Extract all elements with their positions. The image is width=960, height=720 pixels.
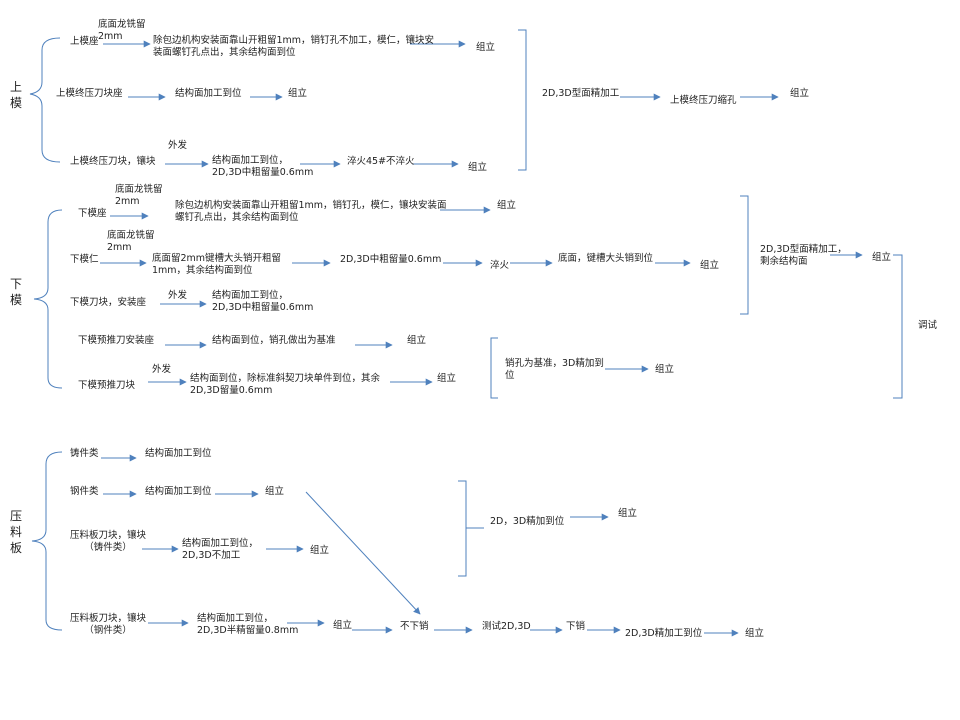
lower-brace [33,209,63,389]
lower-base-label: 下模座 [78,208,107,219]
lower-insert-assemble: 组立 [700,260,720,271]
plate-merge-assemble: 组立 [618,508,638,519]
lower-insert-pins: 底面，键槽大头销到位 [558,253,654,264]
lower-insert-note: 底面龙铣留 2mm [107,230,155,253]
lower-base-desc: 除包边机构安装面靠山开粗留1mm，销钉孔，模仁，镶块安装面螺钉孔点出，其余结构面… [175,200,447,223]
upper-shrink-label: 上模终压刀缩孔 [670,95,737,106]
plate-cast-label: 铸件类 [70,448,99,459]
plate-merge-desc: 2D，3D精加到位 [490,516,565,527]
debug-label: 调试 [918,320,938,331]
debug-bracket [893,254,903,399]
upper-blade-assemble: 组立 [468,162,488,173]
lower-final-assemble: 组立 [872,252,892,263]
lower-base-assemble: 组立 [497,200,517,211]
lower-prepush-seat-assemble: 组立 [407,335,427,346]
lower-insert-label: 下模仁 [70,254,99,265]
upper-blade-label: 上模终压刀块，镶块 [70,156,156,167]
lower-insert-quench: 淬火 [490,260,510,271]
lower-prepush-seat-label: 下模预推刀安装座 [78,335,155,346]
upper-base-assemble: 组立 [476,42,496,53]
upper-blade-desc: 结构面加工到位， 2D,3D中粗留量0.6mm [212,155,314,178]
upper-mold-title: 上 模 [10,80,23,110]
plate-brace [31,451,63,631]
prepush-bracket [490,337,498,399]
upper-pressing-seat-label: 上模终压刀块座 [56,88,123,99]
lower-base-note: 底面龙铣留 2mm [115,184,163,207]
lower-prepush-blade-assemble: 组立 [437,373,457,384]
plate-no-pin-label: 不下销 [400,621,429,632]
plate-final-assemble: 组立 [745,628,765,639]
lower-prepush-outsource-note: 外发 [152,364,172,375]
lower-prepush-seat-desc: 结构面到位，销孔做出为基准 [212,335,336,346]
lower-blade-desc: 结构面加工到位， 2D,3D中粗留量0.6mm [212,290,314,313]
plate-cast-blade-desc: 结构面加工到位， 2D,3D不加工 [182,538,259,561]
upper-base-label: 上模座 [70,36,99,47]
plate-cast-blade-assemble: 组立 [310,545,330,556]
plate-cast-blade-label: 压料板刀块，镶块 （铸件类） [70,530,147,553]
plate-cast-desc: 结构面加工到位 [145,448,212,459]
lower-prepush-blade-label: 下模预推刀块 [78,380,136,391]
plate-steel-blade-label: 压料板刀块，镶块 （钢件类） [70,613,147,636]
upper-base-desc: 除包边机构安装面靠山开粗留1mm，销钉孔不加工，模仁，镶块安装面螺钉孔点出，其余… [153,35,435,58]
lower-mold-title: 下 模 [10,277,23,307]
upper-final-assemble: 组立 [790,88,810,99]
arrow [305,491,421,615]
upper-brace [29,37,61,163]
lower-insert-desc: 底面留2mm键槽大头销开粗留1mm，其余结构面到位 [152,253,282,276]
plate-steel-desc: 结构面加工到位 [145,486,212,497]
plate-merge-bracket [458,480,467,577]
lower-insert-rough: 2D,3D中粗留量0.6mm [340,254,442,265]
lower-blade-label: 下模刀块，安装座 [70,297,147,308]
plate-steel-blade-assemble: 组立 [333,620,353,631]
plate-test-label: 测试2D,3D [482,621,531,632]
lower-finish-label: 2D,3D型面精加工， 剩余结构面 [760,244,847,267]
plate-steel-assemble: 组立 [265,486,285,497]
plate-pin-label: 下销 [566,621,586,632]
upper-pressing-seat-assemble: 组立 [288,88,308,99]
lower-blade-outsource-note: 外发 [168,290,188,301]
upper-blade-quench: 淬火45#不淬火 [347,156,415,167]
upper-merge-bracket [518,29,527,171]
lower-prepush-blade-desc: 结构面到位，除标准斜契刀块单件到位，其余2D,3D留量0.6mm [190,373,381,396]
lower-prepush-finish-desc: 销孔为基准，3D精加到位 [505,358,604,381]
lower-prepush-final-assemble: 组立 [655,364,675,375]
plate-finish-label: 2D,3D精加工到位 [625,628,703,639]
upper-finish-label: 2D,3D型面精加工 [542,88,620,99]
plate-steel-blade-desc: 结构面加工到位， 2D,3D半精留量0.8mm [197,613,299,636]
pressure-plate-title: 压 料 板 [10,509,23,555]
lower-merge-bracket [740,195,749,315]
plate-steel-label: 钢件类 [70,486,99,497]
upper-pressing-seat-desc: 结构面加工到位 [175,88,242,99]
upper-blade-outsource-note: 外发 [168,140,188,151]
upper-base-note: 底面龙铣留 2mm [98,19,146,42]
